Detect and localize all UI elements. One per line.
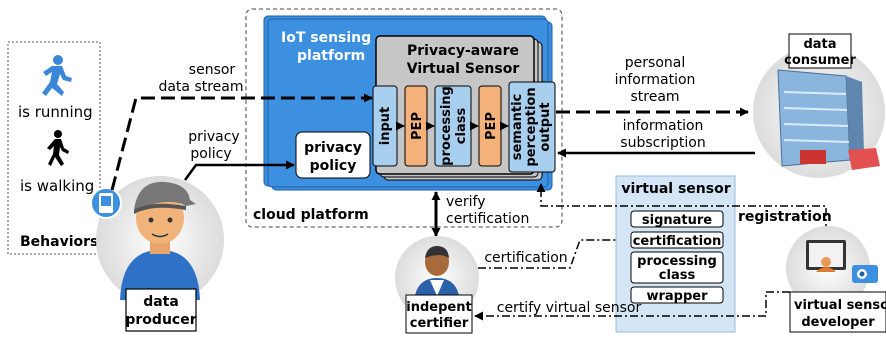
producer-avatar-icon: [120, 181, 200, 300]
processing-class-label-1: processing: [439, 86, 454, 166]
verify-label-2: certification: [446, 211, 529, 227]
behavior-running: is running: [18, 103, 93, 121]
semantic-label-1: semantic: [510, 94, 525, 161]
semantic-label-3: output: [538, 102, 553, 151]
vs-certification-label: certification: [633, 234, 722, 249]
building-icon: [777, 69, 880, 170]
pep-module-1[interactable]: PEP: [404, 85, 428, 167]
consumer-label-1: data: [803, 37, 836, 52]
certification-arrow: certification: [478, 235, 629, 269]
processing-class-module[interactable]: processing class: [434, 85, 472, 167]
subscription-label-1: information: [623, 118, 704, 134]
phone-icon[interactable]: [90, 187, 122, 219]
sensor-data-stream-label-1: sensor: [189, 62, 236, 78]
vs-signature-label: signature: [642, 213, 712, 228]
certify-virtual-sensor-label: certify virtual sensor: [497, 300, 642, 316]
running-icon: [42, 55, 72, 96]
certify-virtual-sensor-arrow: certify virtual sensor: [474, 291, 790, 321]
certifier-label-1: indepent: [406, 300, 471, 315]
behavior-walking: is walking: [20, 177, 94, 195]
sensor-data-stream-arrow: sensor data stream: [110, 62, 373, 191]
vs-certification[interactable]: certification: [630, 231, 724, 249]
producer-label-1: data: [143, 294, 179, 310]
certifier-label-2: certifier: [410, 316, 469, 331]
consumer-label-2: consumer: [784, 53, 856, 68]
privacy-policy-label-2: policy: [190, 146, 231, 162]
personal-info-label-3: stream: [630, 89, 679, 105]
behaviors-title: Behaviors: [20, 234, 98, 250]
developer-label-2: developer: [801, 315, 875, 330]
vs-processing-label-1: processing: [637, 254, 717, 269]
verify-certification-arrow: verify certification: [431, 191, 529, 237]
developer-computer-icon: [806, 240, 846, 272]
vs-signature[interactable]: signature: [630, 210, 724, 228]
pep-label-1: PEP: [410, 112, 425, 140]
pavs-title-2: Virtual Sensor: [407, 61, 520, 77]
pavs-title-1: Privacy-aware: [407, 43, 519, 59]
vs-processing-label-2: class: [659, 268, 696, 283]
privacy-policy-box[interactable]: privacy policy: [295, 131, 371, 179]
sensor-data-stream-label-2: data stream: [158, 79, 243, 95]
subscription-label-2: subscription: [620, 135, 705, 151]
registration-arrow: registration: [536, 183, 832, 232]
input-label: input: [378, 107, 393, 146]
vs-wrapper[interactable]: wrapper: [630, 286, 724, 304]
information-subscription-arrow: information subscription: [557, 118, 755, 158]
privacy-policy-box-label-2: policy: [310, 158, 357, 174]
personal-info-label-1: personal: [625, 55, 685, 71]
personal-info-label-2: information: [615, 72, 696, 88]
walking-icon: [47, 130, 69, 166]
certification-label: certification: [484, 250, 567, 266]
pep-label-2: PEP: [484, 112, 499, 140]
independent-certifier: indepent certifier: [395, 236, 479, 334]
registration-label: registration: [738, 209, 832, 225]
producer-label-2: producer: [125, 312, 196, 328]
data-producer: data producer: [90, 176, 224, 332]
vs-wrapper-label: wrapper: [646, 289, 708, 304]
virtual-sensor: virtual sensor signature certification p…: [615, 175, 736, 333]
semantic-label-2: perception: [524, 87, 539, 166]
processing-class-label-2: class: [454, 108, 469, 145]
cloud-platform: cloud platform IoT sensing platform priv…: [245, 8, 563, 228]
cloud-platform-label: cloud platform: [253, 207, 369, 223]
input-module[interactable]: input: [372, 85, 398, 167]
privacy-aware-virtual-sensor: Privacy-aware Virtual Sensor input PEP p…: [372, 35, 556, 181]
camera-sensor-icon: [852, 265, 878, 283]
virtual-sensor-developer: virtual senso developer: [786, 226, 886, 333]
iot-platform-label-2: platform: [297, 48, 365, 64]
virtual-sensor-title: virtual sensor: [621, 181, 730, 197]
semantic-perception-output-module[interactable]: semantic perception output: [508, 81, 556, 173]
developer-label-1: virtual senso: [794, 298, 886, 313]
behaviors-panel: is running is walking Behaviors: [7, 41, 101, 255]
privacy-policy-arrow: privacy policy: [183, 129, 295, 181]
iot-platform-label-1: IoT sensing: [281, 30, 371, 46]
privacy-policy-box-label-1: privacy: [304, 140, 362, 156]
privacy-policy-label-1: privacy: [188, 129, 239, 145]
data-consumer: data consumer: [753, 33, 885, 178]
verify-label-1: verify: [446, 194, 486, 210]
pep-module-2[interactable]: PEP: [478, 85, 502, 167]
personal-information-stream-arrow: personal information stream: [556, 55, 749, 117]
vs-processing-class[interactable]: processing class: [630, 251, 724, 284]
